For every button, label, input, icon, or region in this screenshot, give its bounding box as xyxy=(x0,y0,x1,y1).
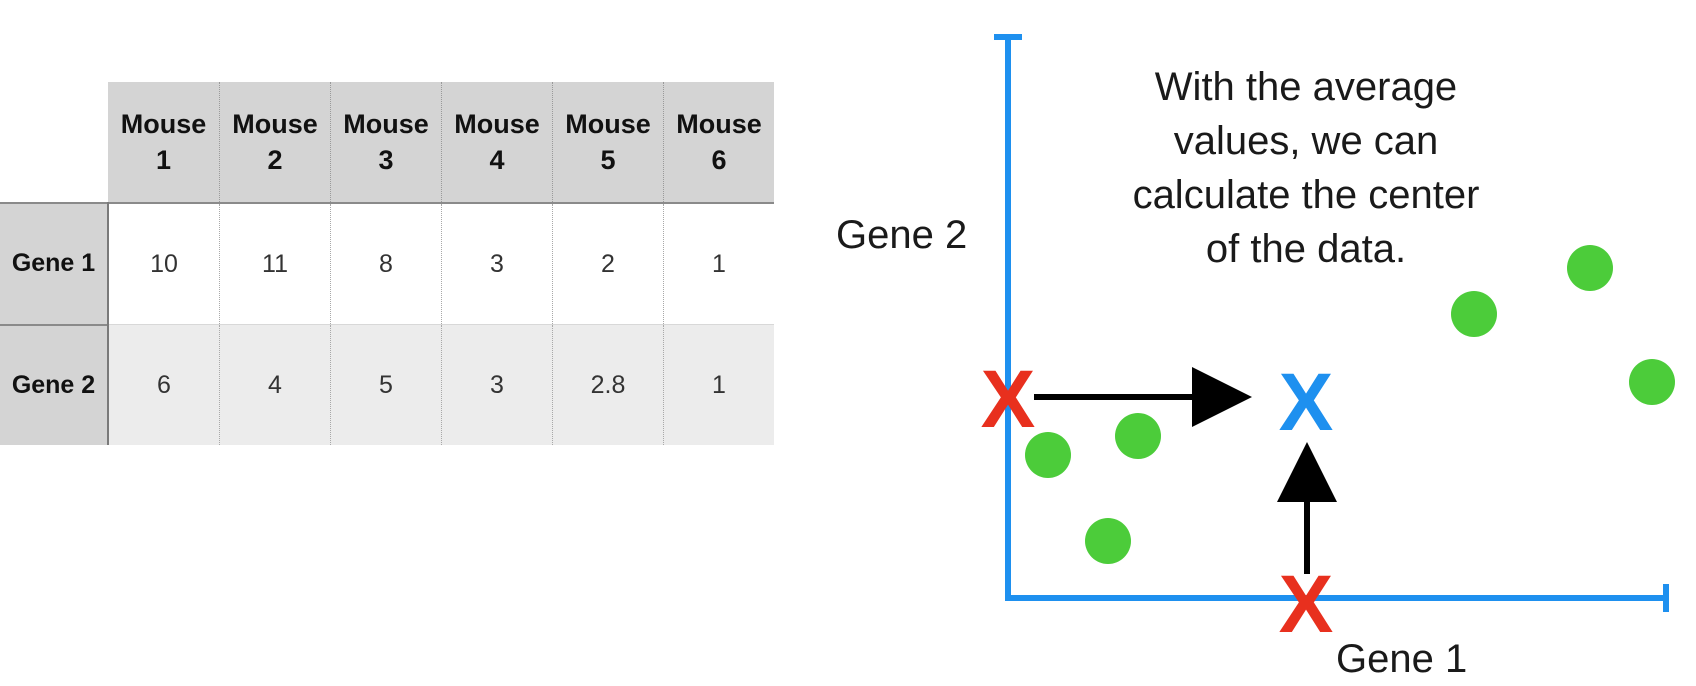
table-cell: 1 xyxy=(663,202,774,325)
center-marker: X xyxy=(1279,357,1334,448)
data-point xyxy=(1567,245,1613,291)
column-header: Mouse 5 xyxy=(552,82,664,203)
data-point xyxy=(1115,413,1161,459)
column-header-word: Mouse xyxy=(120,109,207,139)
data-point xyxy=(1629,359,1675,405)
column-header: Mouse 1 xyxy=(108,82,220,203)
data-table: Mouse 1 Mouse 2 Mouse 3 Mouse 4 Mouse 5 Mouse… xyxy=(0,82,774,445)
column-header-word: Mouse xyxy=(565,109,651,139)
x-axis-label: Gene 1 xyxy=(1336,637,1467,681)
column-header-word: Mouse xyxy=(232,109,318,139)
column-header-number: 5 xyxy=(600,145,616,175)
gene2-mean-marker: X xyxy=(981,354,1036,445)
column-header-number: 2 xyxy=(267,145,283,175)
column-header-number: 4 xyxy=(489,145,505,175)
table-corner xyxy=(0,82,108,203)
column-header: Mouse 3 xyxy=(330,82,442,203)
column-header: Mouse 6 xyxy=(663,82,774,203)
caption-line: With the average xyxy=(1155,65,1457,109)
data-point xyxy=(1451,291,1497,337)
y-axis-label: Gene 2 xyxy=(836,213,967,257)
table-cell: 2 xyxy=(552,202,664,325)
table-header-row: Mouse 1 Mouse 2 Mouse 3 Mouse 4 Mouse 5 Mouse… xyxy=(0,82,774,203)
row-header: Gene 1 xyxy=(0,202,109,325)
table-cell: 2.8 xyxy=(552,324,664,445)
column-header-number: 6 xyxy=(711,145,727,175)
table-cell: 3 xyxy=(441,202,553,325)
table-row: Gene 1 10 11 8 3 2 1 xyxy=(0,202,774,325)
column-header: Mouse 2 xyxy=(219,82,331,203)
table-cell: 8 xyxy=(330,202,442,325)
column-header-word: Mouse xyxy=(454,109,540,139)
table-cell: 11 xyxy=(219,202,331,325)
data-point xyxy=(1085,518,1131,564)
table-cell: 1 xyxy=(663,324,774,445)
table-cell: 5 xyxy=(330,324,442,445)
table-cell: 4 xyxy=(219,324,331,445)
caption-line: of the data. xyxy=(1206,227,1406,271)
column-header-number: 1 xyxy=(155,145,172,175)
column-header: Mouse 4 xyxy=(441,82,553,203)
table-cell: 10 xyxy=(107,202,220,325)
table-cell: 3 xyxy=(441,324,553,445)
column-header-number: 3 xyxy=(378,145,394,175)
table-row: Gene 2 6 4 5 3 2.8 1 xyxy=(0,323,774,445)
table-cell: 6 xyxy=(107,324,220,445)
row-header: Gene 2 xyxy=(0,323,109,445)
gene1-mean-marker: X xyxy=(1279,559,1334,650)
caption-line: values, we can xyxy=(1174,119,1439,163)
caption-line: calculate the center xyxy=(1133,173,1480,217)
column-header-word: Mouse xyxy=(343,109,429,139)
column-header-word: Mouse xyxy=(676,109,762,139)
data-point xyxy=(1025,432,1071,478)
